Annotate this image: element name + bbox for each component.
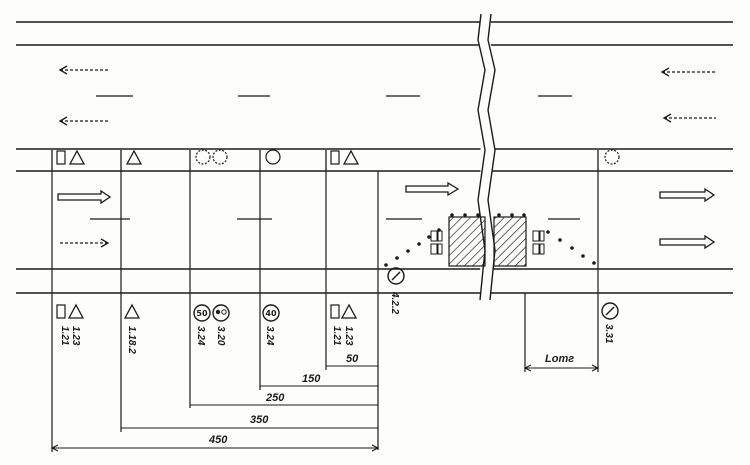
upper-sign-group-2 [120, 149, 143, 171]
sign-code-b: 1.21 [59, 326, 70, 346]
work-zone [384, 213, 596, 267]
prohibition-sign-icon [195, 149, 211, 165]
arrow-left-upper-1 [58, 65, 108, 75]
extension-lines [51, 171, 599, 452]
arrow-left-upper-2 [58, 116, 108, 126]
arrow-right-lower-3 [405, 181, 460, 197]
lane-markings [90, 95, 580, 220]
barrier-dots [384, 213, 596, 267]
speed-limit-value: 50 [196, 309, 208, 318]
lower-sign-row: 50 40 [56, 267, 619, 322]
upper-sign-group-5 [325, 149, 360, 171]
arrow-left-upper-4 [662, 113, 716, 123]
upper-sign-group-3 [189, 149, 228, 171]
no-overtaking-car-left-icon [215, 309, 221, 315]
sign-code-a: 1.23 [70, 326, 81, 346]
speed-limit-sign-icon [193, 304, 211, 322]
lower-sign-group-6 [387, 267, 405, 285]
sign-code-f: 3.24 [264, 326, 275, 346]
lower-sign-group-1 [56, 303, 85, 319]
no-overtaking-sign-icon [212, 304, 230, 322]
work-area-left [448, 216, 486, 267]
warning-triangle-icon [123, 303, 141, 319]
speed-limit-sign-icon [265, 149, 281, 165]
sign-code-j: 3.31 [603, 324, 614, 344]
arrow-right-lower-2 [60, 238, 110, 248]
warning-triangle-icon [67, 303, 85, 319]
lower-sign-group-2 [123, 303, 141, 319]
sign-code-g: 1.23 [343, 326, 354, 346]
lower-sign-group-7 [601, 302, 619, 320]
dimension-50: 50 [346, 353, 359, 365]
dimension-450: 450 [208, 434, 228, 446]
keep-right-sign-icon [387, 267, 405, 285]
sign-code-c: 1.18.2 [126, 326, 137, 354]
dimension-150: 150 [302, 373, 321, 385]
work-area-right [493, 216, 527, 267]
barrier-signs [430, 230, 545, 255]
speed-limit-value: 40 [265, 309, 277, 318]
lower-sign-group-5 [330, 303, 358, 319]
warning-triangle-icon [125, 149, 143, 165]
sign-code-i: 4.2.2 [389, 291, 400, 315]
arrow-right-lower-4 [659, 187, 716, 203]
no-overtaking-car-right-icon [221, 309, 227, 315]
upper-sign-group-4 [259, 149, 281, 171]
sign-codes: 1.23 1.21 1.18.2 3.20 3.24 3.24 1.23 1.2… [59, 291, 614, 354]
arrow-right-lower-5 [659, 234, 716, 250]
speed-limit-sign-icon [212, 149, 228, 165]
warning-triangle-icon [342, 149, 360, 165]
sign-code-d: 3.20 [215, 326, 226, 346]
speed-limit-sign-icon [262, 304, 280, 322]
dimension-lines [50, 364, 600, 452]
dimension-350: 350 [250, 414, 269, 426]
lower-sign-group-4: 40 [262, 304, 280, 322]
lower-sign-group-3: 50 [193, 304, 230, 322]
warning-triangle-icon [68, 149, 86, 165]
dimension-250: 250 [265, 392, 285, 404]
sign-code-h: 1.21 [331, 326, 342, 346]
arrow-left-upper-3 [660, 67, 716, 77]
length-label: Lотг [545, 353, 574, 365]
end-restriction-sign-icon [604, 149, 620, 165]
upper-sign-row [51, 149, 620, 171]
end-restriction-sign-icon [601, 302, 619, 320]
direction-arrows [57, 65, 716, 250]
warning-triangle-icon [340, 303, 358, 319]
arrow-right-lower-1 [57, 189, 112, 205]
road-edges [16, 21, 733, 294]
upper-sign-group-1 [51, 149, 86, 171]
upper-sign-group-6 [597, 149, 620, 171]
sign-code-e: 3.24 [195, 326, 206, 346]
